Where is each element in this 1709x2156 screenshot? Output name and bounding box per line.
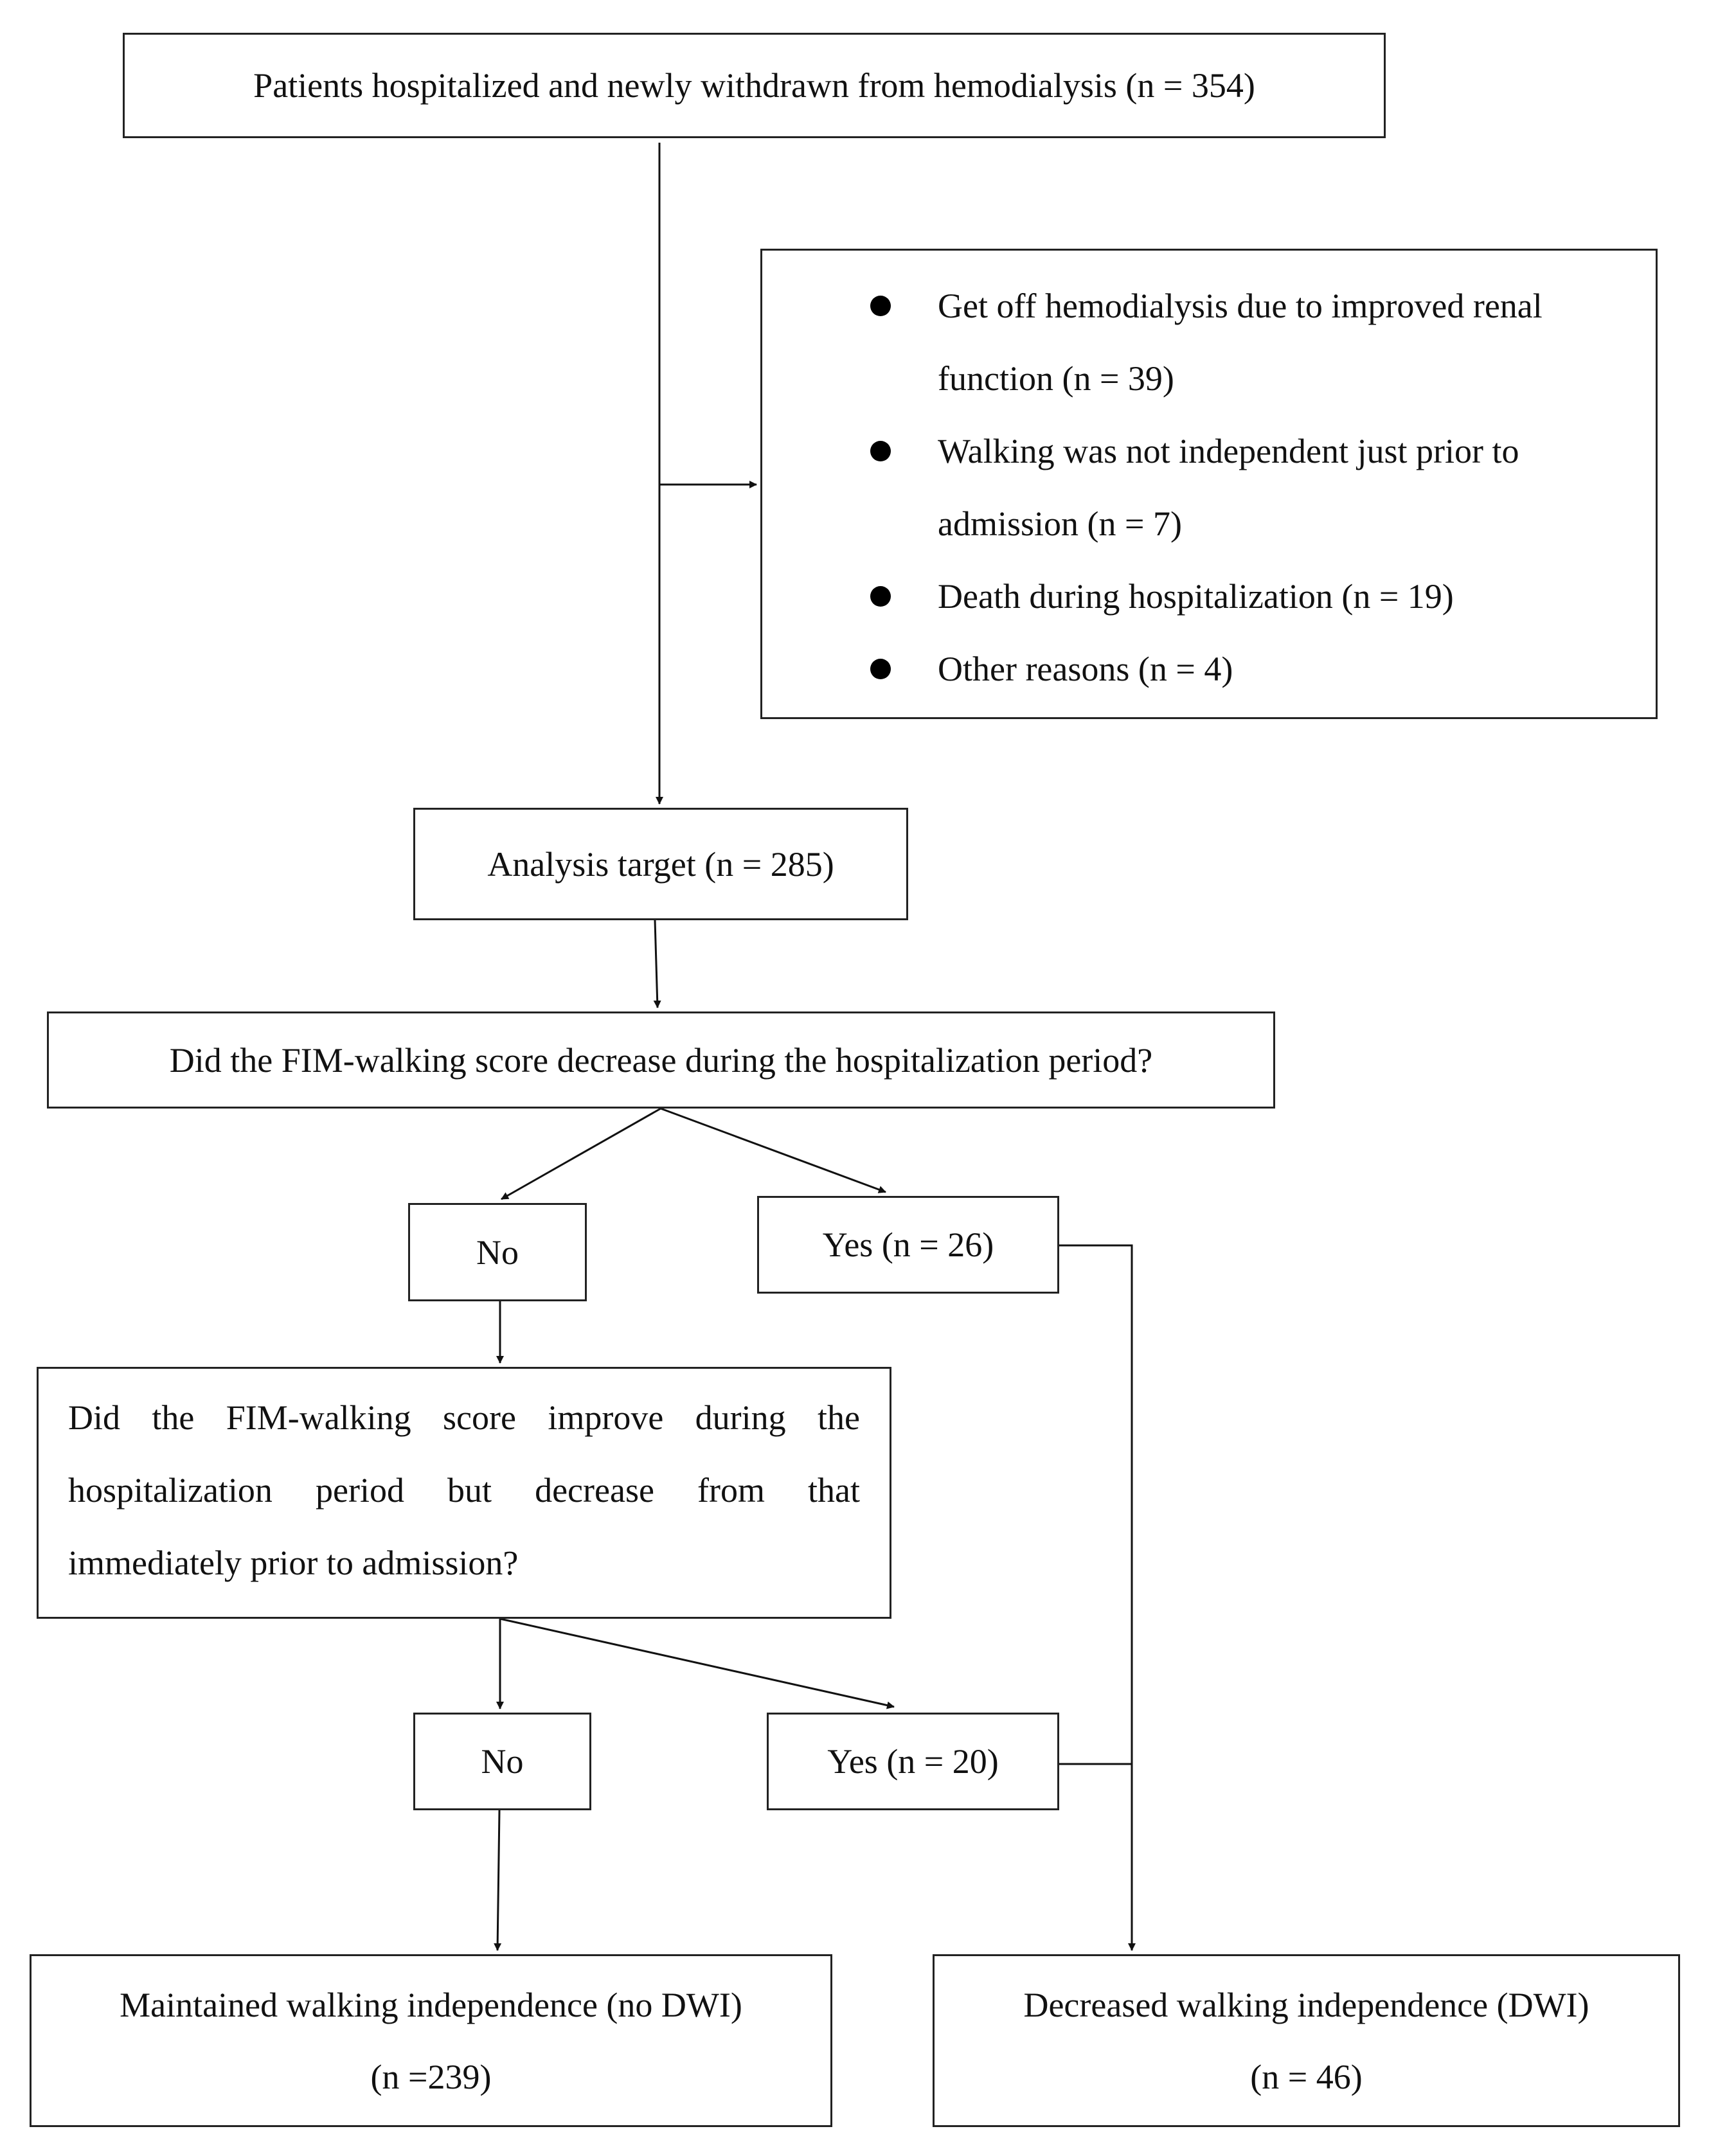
connector-q2-to-yes bbox=[499, 1617, 895, 1709]
connector-analysis-to-q1 bbox=[653, 920, 661, 1008]
cohort-box: Patients hospitalized and newly withdraw… bbox=[123, 33, 1386, 138]
exclusion-item: Get off hemodialysis due to improved ren… bbox=[762, 270, 1630, 415]
outcome-decreased-title: Decreased walking independence (DWI) bbox=[1023, 1985, 1589, 2024]
exclusion-box: Get off hemodialysis due to improved ren… bbox=[760, 249, 1658, 719]
question-2-no-box: No bbox=[413, 1713, 591, 1810]
exclusion-item: Walking was not independent just prior t… bbox=[762, 415, 1630, 560]
connector-q1-to-yes bbox=[660, 1107, 886, 1193]
outcome-maintained-count: (n =239) bbox=[370, 2057, 492, 2096]
bullet-icon bbox=[870, 659, 891, 679]
analysis-target-label: Analysis target (n = 285) bbox=[487, 844, 834, 884]
question-1-yes-box: Yes (n = 26) bbox=[757, 1196, 1059, 1294]
bullet-icon bbox=[870, 441, 891, 461]
cohort-label: Patients hospitalized and newly withdraw… bbox=[253, 66, 1255, 105]
question-1-label: Did the FIM-walking score decrease durin… bbox=[169, 1040, 1153, 1080]
question-2-yes-label: Yes (n = 20) bbox=[827, 1742, 999, 1781]
outcome-maintained-title: Maintained walking independence (no DWI) bbox=[120, 1985, 742, 2024]
bullet-icon bbox=[870, 586, 891, 607]
connector-q1-to-no bbox=[501, 1107, 661, 1200]
exclusion-label: Other reasons (n = 4) bbox=[938, 650, 1233, 688]
exclusion-item: Other reasons (n = 4) bbox=[762, 633, 1630, 706]
outcome-decreased-box: Decreased walking independence (DWI) (n … bbox=[933, 1954, 1680, 2127]
question-1-no-box: No bbox=[408, 1203, 587, 1301]
question-2-label: Did the FIM-walking score improve during… bbox=[68, 1398, 860, 1582]
exclusion-item: Death during hospitalization (n = 19) bbox=[762, 560, 1630, 633]
question-1-no-label: No bbox=[476, 1233, 519, 1272]
question-2-no-label: No bbox=[481, 1742, 524, 1781]
question-1-yes-label: Yes (n = 26) bbox=[822, 1225, 994, 1264]
question-2-box: Did the FIM-walking score improve during… bbox=[37, 1367, 891, 1619]
connector-yes1-to-decreased bbox=[1059, 1244, 1136, 1951]
exclusion-label: Get off hemodialysis due to improved ren… bbox=[938, 287, 1543, 398]
outcome-decreased-count: (n = 46) bbox=[1250, 2057, 1363, 2096]
connector-no2-to-maintained bbox=[494, 1810, 502, 1951]
question-2-yes-box: Yes (n = 20) bbox=[767, 1713, 1059, 1810]
outcome-maintained-box: Maintained walking independence (no DWI)… bbox=[30, 1954, 832, 2127]
question-1-box: Did the FIM-walking score decrease durin… bbox=[47, 1011, 1275, 1109]
analysis-target-box: Analysis target (n = 285) bbox=[413, 808, 908, 920]
exclusion-label: Death during hospitalization (n = 19) bbox=[938, 577, 1454, 616]
bullet-icon bbox=[870, 296, 891, 316]
exclusion-list: Get off hemodialysis due to improved ren… bbox=[762, 270, 1630, 706]
exclusion-label: Walking was not independent just prior t… bbox=[938, 432, 1519, 543]
